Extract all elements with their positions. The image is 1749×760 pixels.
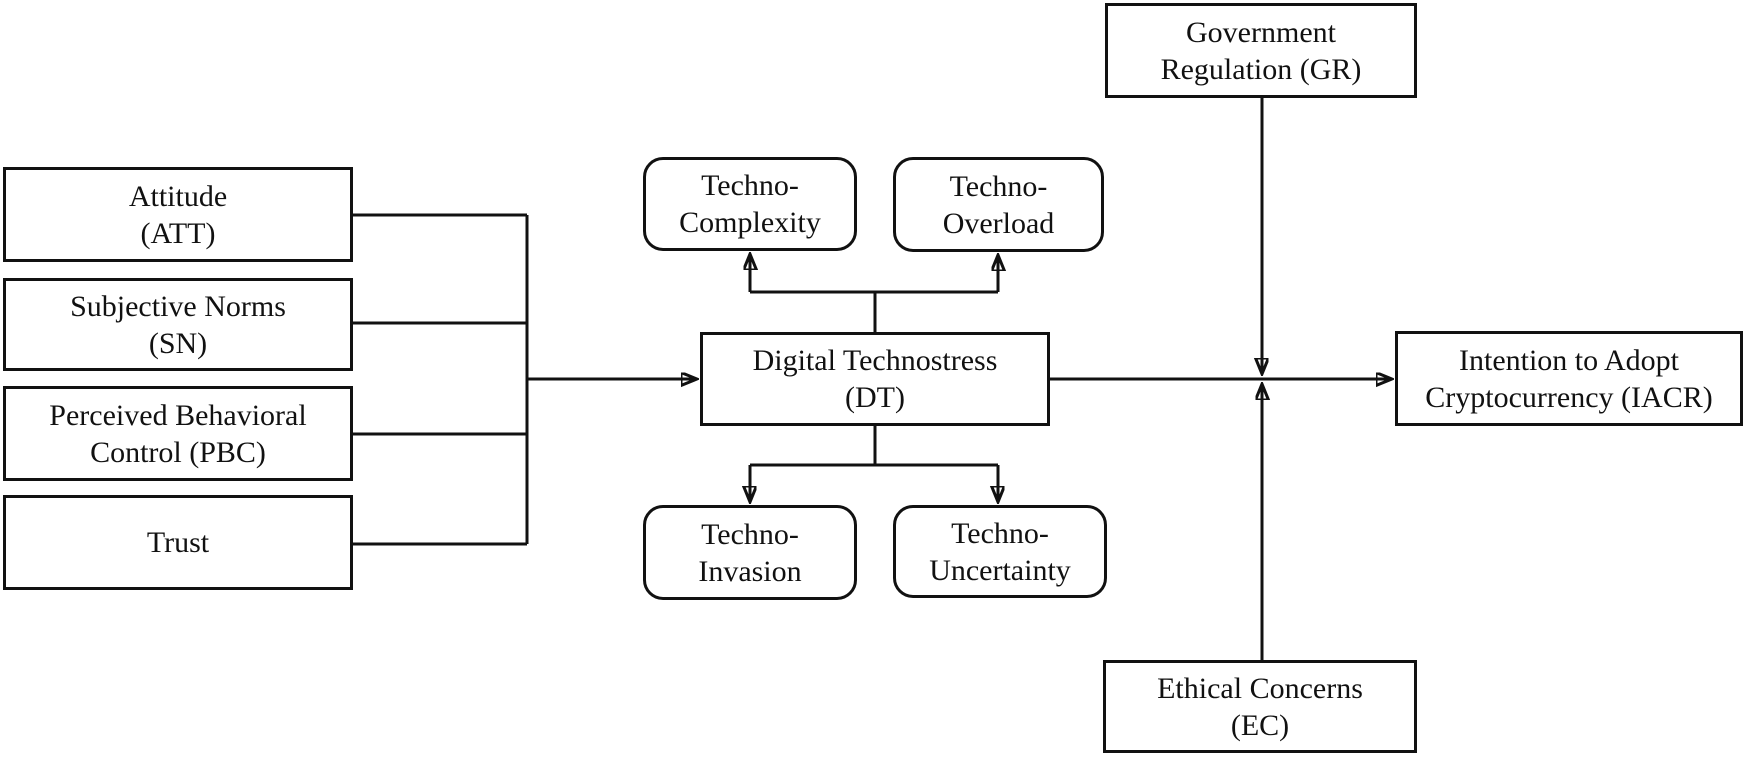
node-techno-complexity-line1: Techno- xyxy=(701,169,799,202)
node-techno-complexity: Techno- Complexity xyxy=(643,157,857,251)
node-subjective-norms: Subjective Norms (SN) xyxy=(3,278,353,371)
node-dt-label: Digital Technostress xyxy=(752,344,998,377)
node-techno-uncertainty-line1: Techno- xyxy=(951,516,1049,550)
node-attitude-label: Attitude xyxy=(128,179,228,213)
node-techno-uncertainty-line2: Uncertainty xyxy=(929,553,1071,587)
node-ethical-concerns: Ethical Concerns (EC) xyxy=(1103,660,1417,753)
node-techno-overload-line2: Overload xyxy=(942,206,1055,240)
node-ec-abbr: (EC) xyxy=(1230,708,1290,742)
node-digital-technostress: Digital Technostress (DT) xyxy=(700,332,1050,426)
node-dt-abbr: (DT) xyxy=(845,381,905,414)
node-pbc-abbr: Control (PBC) xyxy=(90,435,266,469)
node-subjective-norms-label: Subjective Norms xyxy=(70,289,286,323)
node-techno-uncertainty: Techno- Uncertainty xyxy=(893,505,1107,598)
node-perceived-behavioral-control: Perceived Behavioral Control (PBC) xyxy=(3,386,353,481)
node-techno-invasion-line1: Techno- xyxy=(701,517,799,551)
node-iacr-line1: Intention to Adopt xyxy=(1459,343,1679,377)
node-gr-label: Government xyxy=(1186,15,1336,49)
node-gr-abbr: Regulation (GR) xyxy=(1160,52,1362,86)
node-iacr-line2: Cryptocurrency (IACR) xyxy=(1425,380,1713,414)
node-techno-invasion: Techno- Invasion xyxy=(643,505,857,600)
node-government-regulation: Government Regulation (GR) xyxy=(1105,3,1417,98)
node-subjective-norms-abbr: (SN) xyxy=(148,326,208,360)
node-techno-complexity-line2: Complexity xyxy=(679,206,821,239)
node-techno-overload-line1: Techno- xyxy=(949,169,1048,203)
node-techno-overload: Techno- Overload xyxy=(893,157,1104,252)
node-attitude: Attitude (ATT) xyxy=(3,167,353,262)
node-pbc-label: Perceived Behavioral xyxy=(49,398,307,432)
node-intention-to-adopt-cryptocurrency: Intention to Adopt Cryptocurrency (IACR) xyxy=(1395,331,1743,426)
node-trust: Trust xyxy=(3,495,353,590)
node-techno-invasion-line2: Invasion xyxy=(698,554,802,588)
node-ec-label: Ethical Concerns xyxy=(1157,671,1363,705)
node-trust-label: Trust xyxy=(146,526,210,559)
node-attitude-abbr: (ATT) xyxy=(140,216,216,250)
